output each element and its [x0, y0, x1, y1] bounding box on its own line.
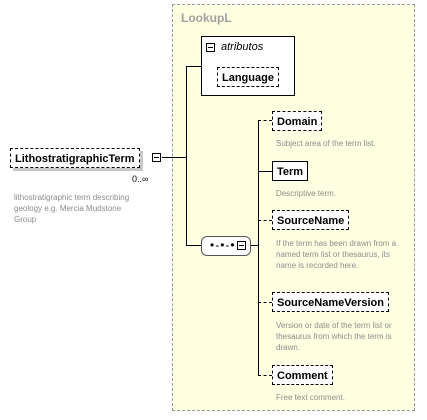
root-element-lithostratigraphicterm[interactable]: LithostratigraphicTerm [10, 148, 140, 168]
domain-description: Subject area of the term list. [276, 139, 376, 148]
sequence-vertical-line [258, 120, 259, 375]
attributes-title: atributos [221, 41, 264, 53]
branch-sourcenameversion [258, 302, 272, 303]
connector-sequence [186, 245, 201, 246]
element-domain[interactable]: Domain [272, 111, 323, 131]
sourcenameversion-description: Version or date of the term list or thes… [276, 321, 392, 352]
connector-root [162, 157, 187, 158]
term-description: Descriptive term. [276, 189, 337, 198]
element-comment[interactable]: Comment [272, 365, 333, 385]
sequence-out-line [251, 245, 259, 246]
root-description: lithostratigraphic term describing geolo… [14, 193, 130, 224]
sequence-dots-icon: •-•-• [210, 238, 236, 252]
element-term[interactable]: Term [272, 161, 309, 181]
branch-comment [258, 375, 272, 376]
collapse-sequence-icon[interactable] [237, 241, 246, 250]
branch-sourcename [258, 220, 272, 221]
element-sourcenameversion[interactable]: SourceNameVersion [272, 292, 389, 312]
comment-description: Free text comment. [276, 393, 345, 402]
sourcename-description: If the term has been drawn from a named … [276, 239, 397, 270]
root-cardinality: 0..∞ [132, 174, 149, 184]
collapse-root-icon[interactable] [152, 153, 161, 162]
attribute-language[interactable]: Language [217, 67, 279, 87]
branch-term [258, 171, 272, 172]
connector-trunk [186, 66, 187, 246]
connector-attributes [186, 66, 201, 67]
element-sourcename[interactable]: SourceName [272, 210, 350, 230]
group-title: LookupL [181, 11, 232, 25]
branch-domain [258, 120, 272, 121]
collapse-attributes-icon[interactable] [206, 43, 215, 52]
